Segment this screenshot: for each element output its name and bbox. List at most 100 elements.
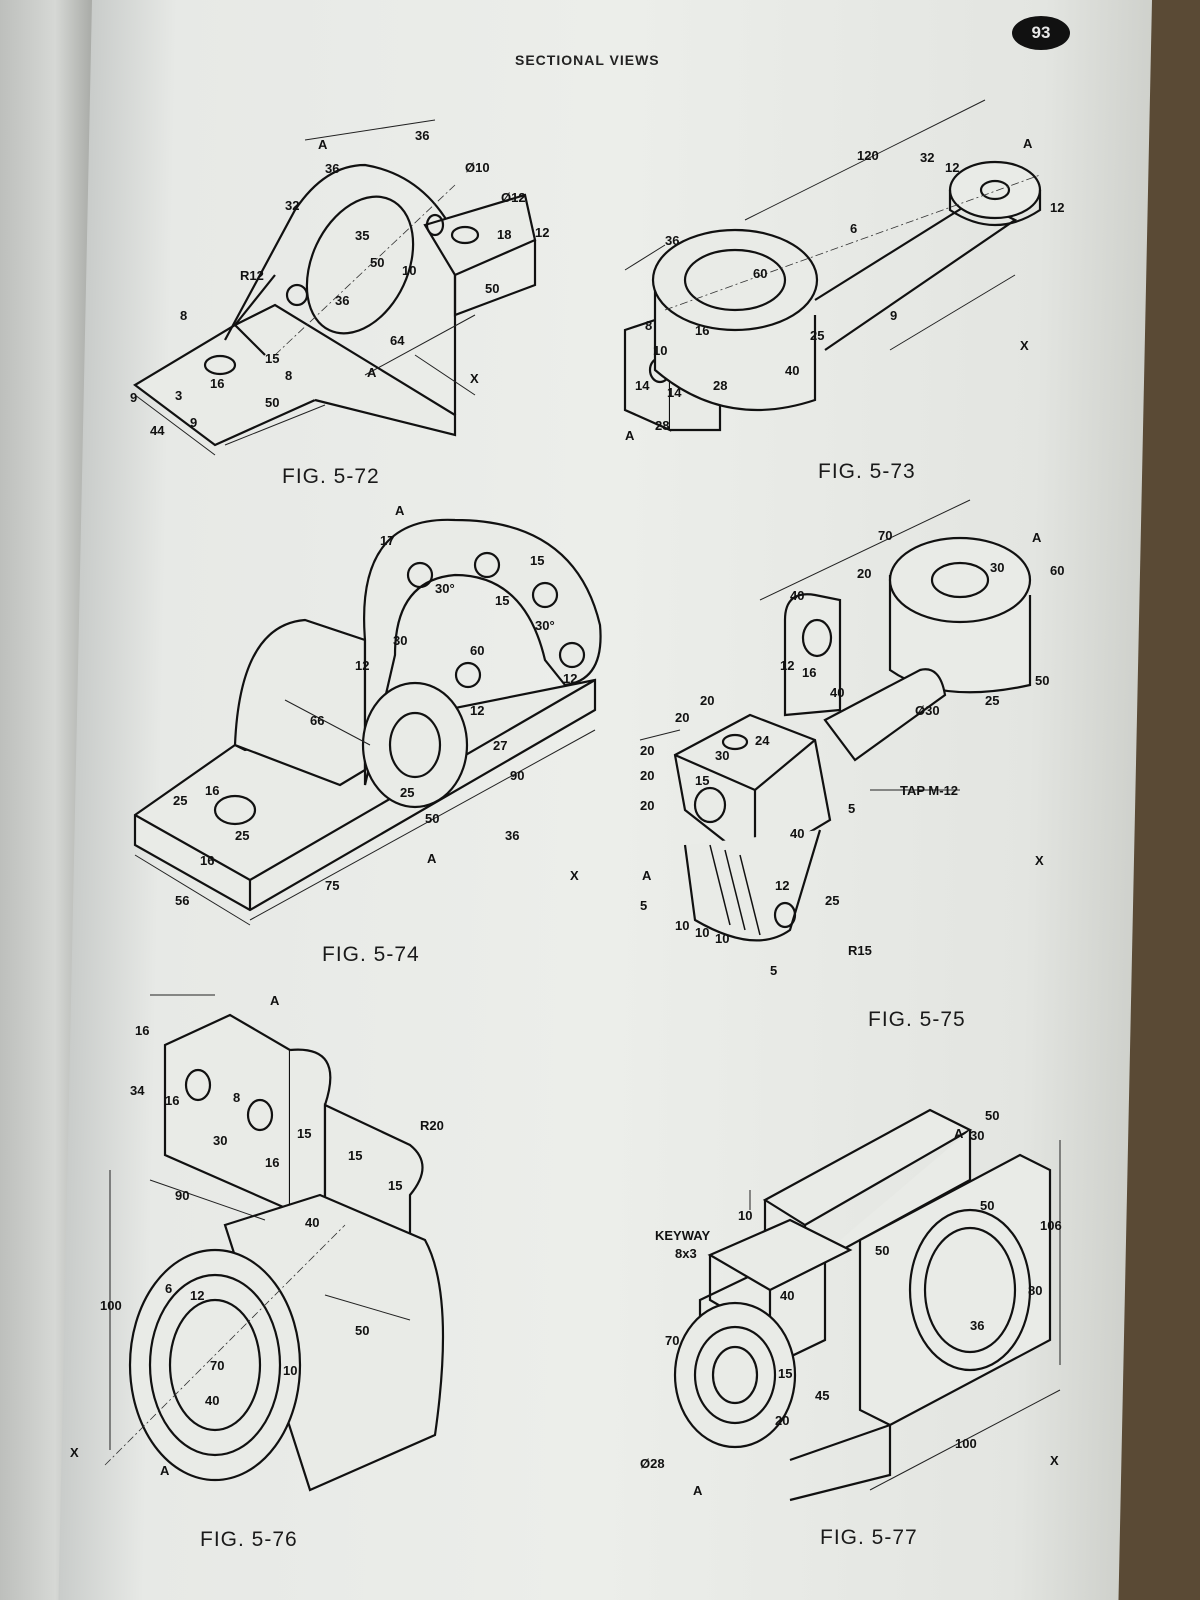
- svg-text:15: 15: [297, 1126, 311, 1141]
- caption-fig-5-75: FIG. 5-75: [868, 1008, 966, 1031]
- svg-text:64: 64: [390, 333, 405, 348]
- svg-text:A: A: [318, 137, 328, 152]
- svg-text:Ø12: Ø12: [501, 190, 526, 205]
- svg-text:12: 12: [1050, 200, 1064, 215]
- svg-text:16: 16: [265, 1155, 279, 1170]
- svg-text:17: 17: [380, 533, 394, 548]
- svg-text:15: 15: [530, 553, 544, 568]
- svg-text:10: 10: [715, 931, 729, 946]
- svg-text:9: 9: [890, 308, 897, 323]
- svg-text:50: 50: [980, 1198, 994, 1213]
- svg-text:34: 34: [130, 1083, 145, 1098]
- svg-text:10: 10: [402, 263, 416, 278]
- svg-text:15: 15: [265, 351, 279, 366]
- svg-text:8x3: 8x3: [675, 1246, 697, 1261]
- svg-text:70: 70: [210, 1358, 224, 1373]
- svg-text:56: 56: [175, 893, 189, 908]
- svg-text:12: 12: [355, 658, 369, 673]
- svg-text:16: 16: [205, 783, 219, 798]
- svg-text:X: X: [570, 868, 579, 883]
- svg-text:44: 44: [150, 423, 165, 438]
- svg-text:A: A: [642, 868, 652, 883]
- svg-text:30: 30: [213, 1133, 227, 1148]
- svg-text:20: 20: [640, 768, 654, 783]
- svg-text:8: 8: [180, 308, 187, 323]
- svg-text:8: 8: [285, 368, 292, 383]
- svg-text:X: X: [1035, 853, 1044, 868]
- svg-text:A: A: [270, 993, 280, 1008]
- svg-text:9: 9: [190, 415, 197, 430]
- svg-text:40: 40: [785, 363, 799, 378]
- svg-text:16: 16: [135, 1023, 149, 1038]
- caption-fig-5-77: FIG. 5-77: [820, 1526, 918, 1549]
- svg-text:90: 90: [175, 1188, 189, 1203]
- svg-text:16: 16: [802, 665, 816, 680]
- svg-text:36: 36: [335, 293, 349, 308]
- svg-text:Ø30: Ø30: [915, 703, 940, 718]
- svg-text:66: 66: [310, 713, 324, 728]
- svg-text:10: 10: [675, 918, 689, 933]
- svg-text:X: X: [470, 371, 479, 386]
- svg-text:12: 12: [780, 658, 794, 673]
- svg-text:12: 12: [190, 1288, 204, 1303]
- svg-text:X: X: [70, 1445, 79, 1460]
- svg-text:50: 50: [985, 1108, 999, 1123]
- svg-text:Ø28: Ø28: [640, 1456, 665, 1471]
- svg-text:KEYWAY: KEYWAY: [655, 1228, 710, 1243]
- svg-text:8: 8: [645, 318, 652, 333]
- svg-text:50: 50: [425, 811, 439, 826]
- svg-text:25: 25: [985, 693, 999, 708]
- svg-text:A: A: [160, 1463, 170, 1478]
- svg-text:16: 16: [210, 376, 224, 391]
- svg-text:15: 15: [695, 773, 709, 788]
- svg-text:28: 28: [655, 418, 669, 433]
- svg-text:A: A: [693, 1483, 703, 1498]
- caption-fig-5-72: FIG. 5-72: [282, 465, 380, 488]
- svg-text:30°: 30°: [435, 581, 455, 596]
- svg-text:Ø10: Ø10: [465, 160, 490, 175]
- svg-text:8: 8: [233, 1090, 240, 1105]
- svg-text:40: 40: [790, 826, 804, 841]
- svg-text:30: 30: [990, 560, 1004, 575]
- svg-text:40: 40: [305, 1215, 319, 1230]
- svg-text:20: 20: [640, 798, 654, 813]
- svg-text:10: 10: [738, 1208, 752, 1223]
- svg-text:40: 40: [790, 588, 804, 603]
- svg-text:50: 50: [485, 281, 499, 296]
- svg-text:A: A: [954, 1126, 964, 1141]
- svg-text:20: 20: [675, 710, 689, 725]
- svg-text:45: 45: [815, 1388, 829, 1403]
- svg-text:35: 35: [355, 228, 369, 243]
- svg-text:10: 10: [653, 343, 667, 358]
- svg-text:36: 36: [970, 1318, 984, 1333]
- svg-text:40: 40: [830, 685, 844, 700]
- svg-text:75: 75: [325, 878, 339, 893]
- caption-fig-5-73: FIG. 5-73: [818, 460, 916, 483]
- svg-text:16: 16: [695, 323, 709, 338]
- svg-text:A: A: [1023, 136, 1033, 151]
- svg-text:15: 15: [495, 593, 509, 608]
- svg-text:25: 25: [810, 328, 824, 343]
- svg-text:15: 15: [348, 1148, 362, 1163]
- svg-text:30: 30: [715, 748, 729, 763]
- svg-text:25: 25: [400, 785, 414, 800]
- svg-text:A: A: [395, 503, 405, 518]
- svg-text:24: 24: [755, 733, 770, 748]
- svg-text:50: 50: [355, 1323, 369, 1338]
- svg-text:25: 25: [825, 893, 839, 908]
- svg-text:16: 16: [200, 853, 214, 868]
- svg-text:5: 5: [848, 801, 855, 816]
- svg-text:18: 18: [497, 227, 511, 242]
- svg-text:6: 6: [165, 1281, 172, 1296]
- svg-text:36: 36: [325, 161, 339, 176]
- svg-text:60: 60: [1050, 563, 1064, 578]
- svg-text:20: 20: [640, 743, 654, 758]
- svg-text:6: 6: [850, 221, 857, 236]
- svg-text:50: 50: [370, 255, 384, 270]
- svg-text:5: 5: [640, 898, 647, 913]
